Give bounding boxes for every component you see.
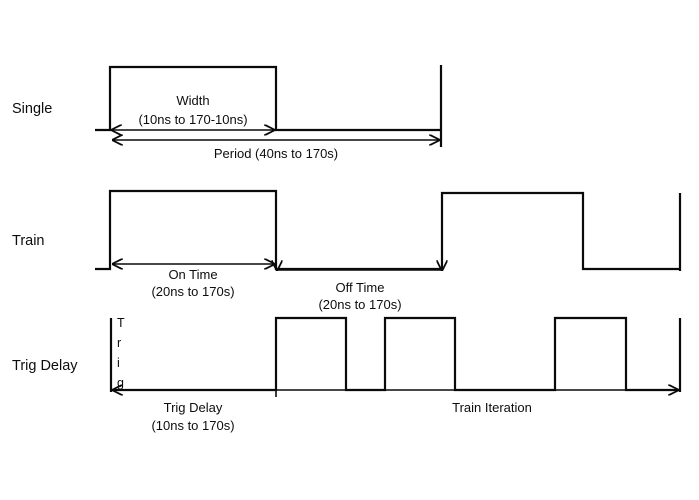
dimension-off-time: Off Time (20ns to 170s): [277, 270, 442, 312]
off-time-label-line1: Off Time: [336, 280, 385, 295]
off-time-label-line2: (20ns to 170s): [318, 297, 401, 312]
dimension-train-iteration: Train Iteration: [277, 390, 678, 415]
train-iteration-label: Train Iteration: [452, 400, 532, 415]
waveform-trig-delay: [109, 316, 682, 392]
on-time-label-line1: On Time: [168, 267, 217, 282]
width-label-line2: (10ns to 170-10ns): [138, 112, 247, 127]
dimension-period: Period (40ns to 170s): [113, 140, 439, 161]
dimension-width: Width (10ns to 170-10ns): [112, 93, 274, 130]
trig-delay-pulse-trace: [111, 316, 680, 392]
trig-delay-label-line1: Trig Delay: [164, 400, 223, 415]
row-label-single: Single: [12, 101, 52, 117]
single-pulse-trace: [95, 65, 441, 132]
dimension-trig-delay: Trig Delay (10ns to 170s): [113, 383, 277, 433]
on-time-label-line2: (20ns to 170s): [151, 284, 234, 299]
trig-letter-t: T: [117, 316, 125, 330]
waveform-single: [95, 65, 443, 147]
trig-letter-i: i: [117, 356, 120, 370]
trig-label-vertical: T r i g: [117, 316, 125, 390]
row-label-train: Train: [12, 233, 45, 249]
train-pulse-trace: [95, 189, 680, 271]
width-label-line1: Width: [176, 93, 209, 108]
trig-delay-label-line2: (10ns to 170s): [151, 418, 234, 433]
trig-letter-g: g: [117, 376, 124, 390]
row-label-trig-delay: Trig Delay: [12, 358, 78, 374]
trig-letter-r: r: [117, 336, 121, 350]
dimension-on-time: On Time (20ns to 170s): [113, 264, 274, 299]
period-label: Period (40ns to 170s): [214, 146, 338, 161]
waveform-train: [95, 189, 682, 271]
